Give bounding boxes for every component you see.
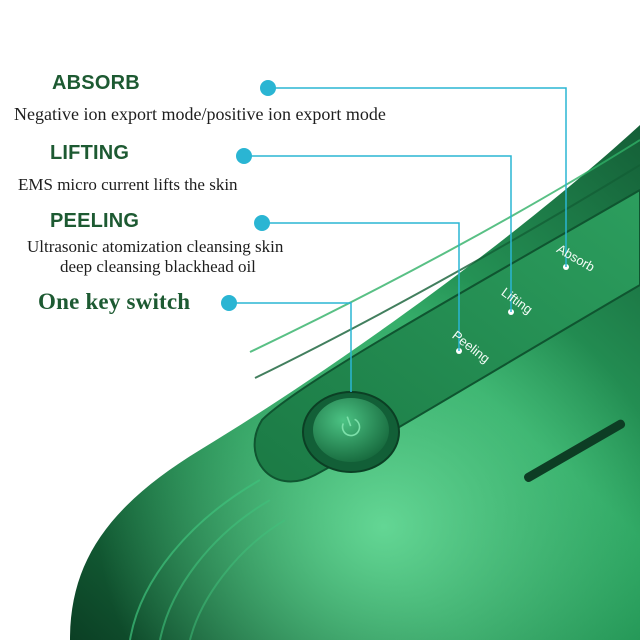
feature-title-absorb: ABSORB <box>52 72 140 94</box>
callout-line-lifting <box>244 155 512 312</box>
feature-title-switch: One key switch <box>38 289 191 314</box>
callout-dot-lifting <box>236 148 252 164</box>
power-button[interactable] <box>302 391 400 473</box>
callout-dot-absorb <box>260 80 276 96</box>
device-ridge-line <box>249 139 640 353</box>
device-ridge-line <box>254 164 640 379</box>
callout-line-absorb <box>268 87 567 267</box>
feature-description-absorb: Negative ion export mode/positive ion ex… <box>14 104 386 124</box>
feature-title-peeling: PEELING <box>50 210 140 232</box>
callout-dot-switch <box>221 295 237 311</box>
side-slot <box>523 419 626 482</box>
feature-description-peeling-line2: deep cleansing blackhead oil <box>60 257 256 276</box>
device-front-curve <box>189 519 286 640</box>
callout-line-switch <box>229 302 352 392</box>
callout-line-peeling <box>262 222 460 351</box>
feature-description-lifting: EMS micro current lifts the skin <box>18 175 238 194</box>
feature-description-peeling-line1: Ultrasonic atomization cleansing skin <box>27 237 284 256</box>
device-front-curve <box>129 479 261 640</box>
device-front-curve <box>159 499 271 640</box>
feature-title-lifting: LIFTING <box>50 142 130 164</box>
callout-dot-peeling <box>254 215 270 231</box>
power-icon <box>341 416 361 437</box>
